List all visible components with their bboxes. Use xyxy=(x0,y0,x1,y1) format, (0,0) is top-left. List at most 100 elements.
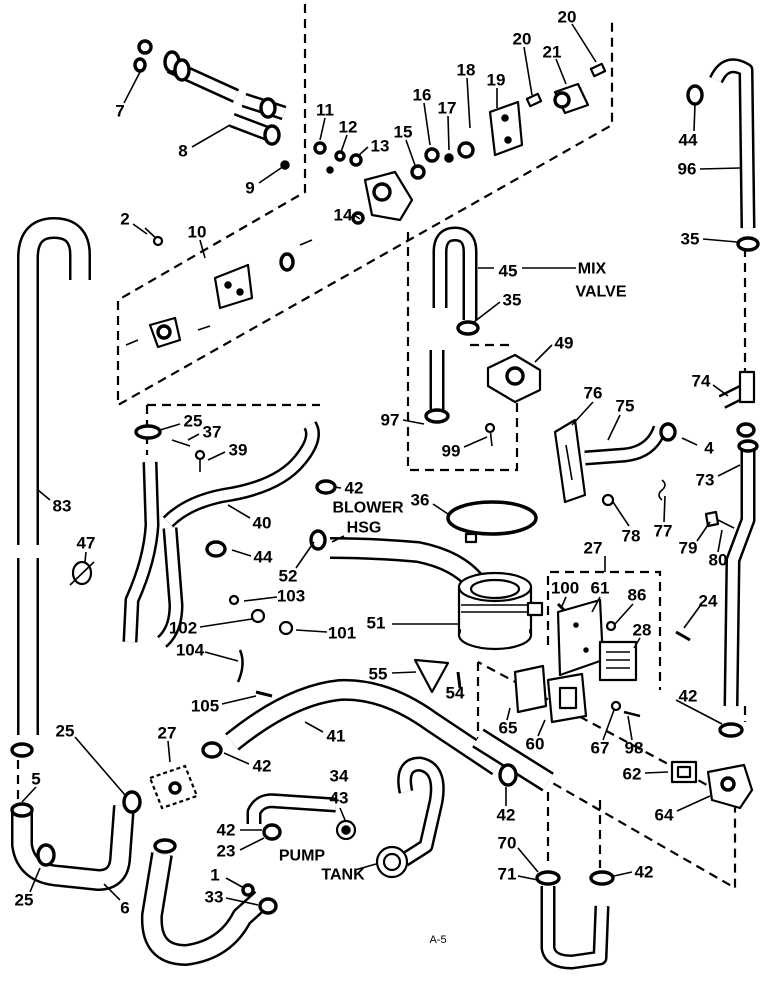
valve-port xyxy=(372,182,392,202)
callout-105: 105 xyxy=(191,697,219,716)
bracket-64-port xyxy=(720,776,736,792)
clamp-44 xyxy=(205,540,227,558)
callout-78: 78 xyxy=(622,527,641,546)
callout-97: 97 xyxy=(381,411,400,430)
washer-7 xyxy=(137,39,153,55)
clamp-47-tab xyxy=(69,561,95,586)
hose-45 xyxy=(440,234,470,320)
clamp-42 xyxy=(315,479,337,495)
callout-103: 103 xyxy=(277,587,305,606)
callout-27: 27 xyxy=(158,724,177,743)
callout-8: 8 xyxy=(178,142,187,161)
callout-42: 42 xyxy=(635,863,654,882)
hose-45-bore xyxy=(440,234,470,320)
screws xyxy=(125,239,313,346)
word-labels: MIX VALVE BLOWER HSG PUMP TANK A-5 xyxy=(279,261,627,947)
callout-12: 12 xyxy=(339,118,358,137)
hose-71 xyxy=(548,886,602,962)
fitting-74-body xyxy=(738,370,756,404)
plate-61-hole xyxy=(583,647,589,653)
plate-19-hole xyxy=(501,114,509,122)
clamp-23 xyxy=(262,823,282,841)
pump-tank-port xyxy=(382,852,402,872)
callout-15: 15 xyxy=(394,123,413,142)
label-pump: PUMP xyxy=(279,848,326,865)
clamp-33 xyxy=(258,897,278,915)
callout-80: 80 xyxy=(709,551,728,570)
blower-51-bracket xyxy=(526,601,544,617)
callout-18: 18 xyxy=(457,61,476,80)
callout-17: 17 xyxy=(438,99,457,118)
label-mix: MIX xyxy=(578,261,607,278)
screw-20 xyxy=(525,92,543,108)
switch-28 xyxy=(598,640,638,682)
clamp-1 xyxy=(241,883,255,897)
screw-54 xyxy=(456,671,462,689)
callouts: 20 20 21 18 19 7 16 17 11 12 13 15 8 9 4… xyxy=(15,8,728,918)
clamp xyxy=(279,252,295,272)
fitting-43-hub xyxy=(341,825,351,835)
callout-11: 11 xyxy=(316,101,334,120)
callout-98: 98 xyxy=(625,739,644,758)
callout-23: 23 xyxy=(217,842,236,861)
hose-83 xyxy=(28,228,80,735)
callout-39: 39 xyxy=(229,441,248,460)
screw-2-head xyxy=(152,235,164,247)
callout-5: 5 xyxy=(31,770,40,789)
label-tank: TANK xyxy=(321,867,365,884)
callout-96: 96 xyxy=(678,160,697,179)
part-67 xyxy=(610,700,622,712)
callout-43: 43 xyxy=(330,789,349,808)
callout-71: 71 xyxy=(498,865,517,884)
callout-70: 70 xyxy=(498,834,517,853)
gasket-65 xyxy=(513,664,548,714)
clamp-25 xyxy=(122,790,142,814)
washer-7 xyxy=(133,57,147,73)
clamp-4 xyxy=(659,422,677,442)
fitting-18 xyxy=(457,141,475,159)
callout-28: 28 xyxy=(633,621,652,640)
callout-55: 55 xyxy=(369,665,388,684)
spring-77 xyxy=(658,479,666,501)
callout-86: 86 xyxy=(628,586,647,605)
hose-34-bore xyxy=(254,801,336,824)
clamp-36 xyxy=(446,500,538,536)
callout-35: 35 xyxy=(503,291,522,310)
callout-33: 33 xyxy=(205,888,224,907)
o-ring-11 xyxy=(313,141,327,155)
callout-44: 44 xyxy=(679,131,698,150)
o-ring-12 xyxy=(334,150,346,162)
callout-20: 20 xyxy=(558,8,577,27)
label-hsg: HSG xyxy=(347,520,382,537)
callout-41: 41 xyxy=(327,727,346,746)
hose-71-wall xyxy=(548,886,602,962)
tee-fitting-27-port xyxy=(168,781,182,795)
clamp-4 xyxy=(736,422,756,438)
callout-54: 54 xyxy=(446,684,465,703)
clamp-25 xyxy=(36,843,56,867)
hose-96 xyxy=(716,66,748,228)
blower-51-inlet xyxy=(469,578,521,600)
bracket-55 xyxy=(413,658,450,694)
callout-24: 24 xyxy=(699,592,718,611)
clamp-97 xyxy=(424,408,450,424)
label-blower: BLOWER xyxy=(332,500,404,517)
clamp-42 xyxy=(589,870,615,886)
callout-61: 61 xyxy=(591,579,610,598)
clamp-52 xyxy=(309,529,327,551)
valve-fitting-port xyxy=(156,324,172,340)
callout-83: 83 xyxy=(53,497,72,516)
hose-52 xyxy=(330,548,476,583)
callout-25: 25 xyxy=(184,412,203,431)
callout-73: 73 xyxy=(696,471,715,490)
callout-14: 14 xyxy=(334,206,353,225)
pipe-8-ring xyxy=(259,97,277,119)
clamp-35 xyxy=(456,320,480,336)
callout-102: 102 xyxy=(169,619,197,638)
callout-62: 62 xyxy=(623,765,642,784)
callout-35: 35 xyxy=(681,230,700,249)
clamp-70 xyxy=(535,870,561,886)
nut-78 xyxy=(601,493,615,507)
screw-99-head xyxy=(484,422,496,434)
clamp-25 xyxy=(10,742,34,758)
